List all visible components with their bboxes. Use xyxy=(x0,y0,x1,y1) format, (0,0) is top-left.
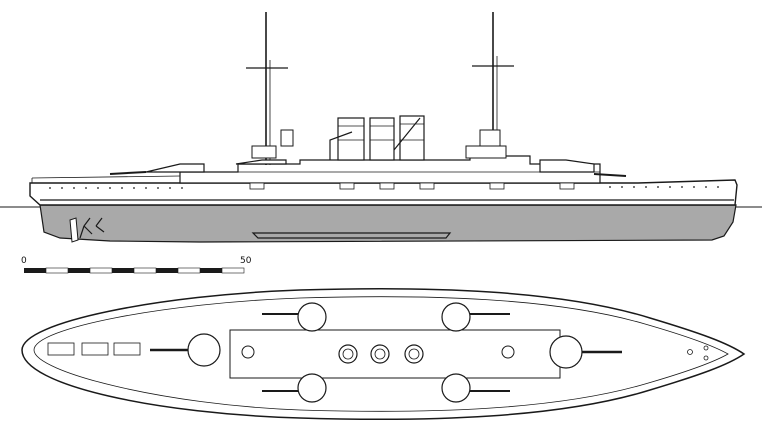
plan-view xyxy=(21,287,746,421)
funnels xyxy=(337,115,425,161)
lower-hull xyxy=(39,204,737,243)
plan-funnels xyxy=(338,344,424,364)
plan-deck-edge xyxy=(33,296,729,412)
portholes xyxy=(49,186,719,189)
deck-hatches xyxy=(47,342,141,356)
casemates xyxy=(249,182,575,190)
scale-bar xyxy=(24,267,245,274)
fore-mast xyxy=(465,12,514,159)
boat-crane xyxy=(329,117,421,160)
side-turrets xyxy=(109,159,627,177)
side-profile-view xyxy=(0,12,762,243)
scale-bar-start-label: 0 xyxy=(21,256,27,266)
bilge-keel xyxy=(251,232,452,239)
propeller xyxy=(79,217,105,239)
plan-masts xyxy=(241,345,515,359)
plan-turrets xyxy=(150,302,622,403)
scale-bar-end-label: 50 xyxy=(240,256,252,266)
aft-deck-rail xyxy=(31,175,181,183)
rudder xyxy=(69,217,79,243)
aft-mast xyxy=(246,12,294,165)
bow-fittings xyxy=(687,345,709,361)
